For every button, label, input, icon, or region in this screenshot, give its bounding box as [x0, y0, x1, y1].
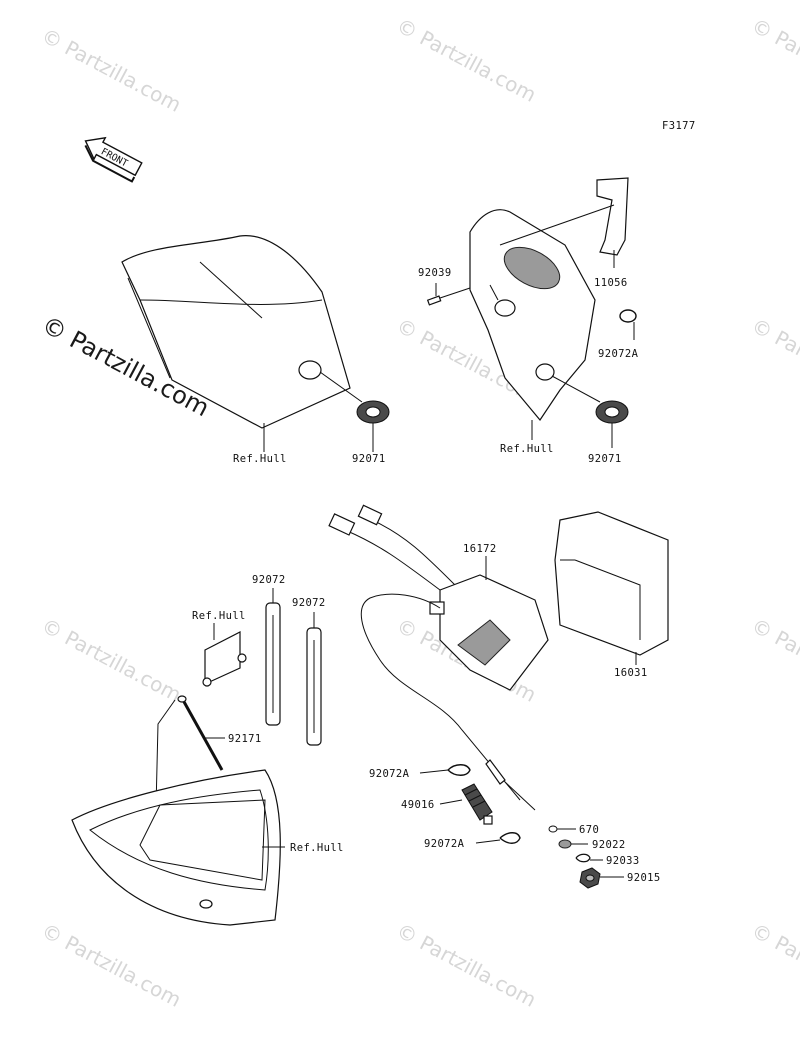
label-16172: 16172	[463, 543, 497, 555]
hull-deck	[71, 769, 281, 926]
boot-49016	[461, 783, 493, 825]
label-92072A: 92072A	[369, 768, 410, 780]
watermark: © Partzilla.com	[748, 613, 800, 707]
label-92022: 92022	[592, 839, 626, 851]
clip-92072A-mid	[447, 764, 471, 776]
cover-right	[469, 209, 596, 422]
label-92071: 92071	[588, 453, 622, 465]
strap-92072-b	[306, 627, 322, 746]
label-92171: 92171	[228, 733, 262, 745]
hull-bracket-plate	[202, 631, 247, 687]
nut-92015	[579, 867, 601, 889]
label-92039: 92039	[418, 267, 452, 279]
watermark: © Partzilla.com	[38, 23, 186, 117]
watermark: © Partzilla.com	[38, 613, 186, 707]
label-ref-hull: Ref.Hull	[192, 610, 246, 622]
label-16031: 16031	[614, 667, 648, 679]
clip-92072A-low	[499, 832, 521, 844]
throttle-cable	[360, 593, 536, 811]
label-ref-hull: Ref.Hull	[500, 443, 554, 455]
washer-92022	[558, 839, 572, 849]
label-92072: 92072	[252, 574, 286, 586]
control-box-16172	[429, 574, 549, 691]
label-92015: 92015	[627, 872, 661, 884]
watermark: © Partzilla.com	[38, 918, 186, 1012]
grommet-92071-b	[595, 400, 629, 424]
pin-92039	[426, 295, 442, 306]
hull-cover-left	[121, 235, 351, 429]
clip-92033	[575, 853, 591, 863]
watermark: © Partzilla.com	[393, 918, 541, 1012]
label-ref-hull: Ref.Hull	[233, 453, 287, 465]
label-92071: 92071	[352, 453, 386, 465]
rod-92171	[177, 695, 224, 771]
watermark: © Partzilla.com	[393, 13, 541, 107]
bracket-11056	[596, 177, 629, 256]
grommet-92071-a	[356, 400, 390, 424]
pin-670	[548, 825, 558, 833]
watermark: © Partzilla.com	[748, 13, 800, 107]
watermark: © Partzilla.com	[748, 918, 800, 1012]
label-92033: 92033	[606, 855, 640, 867]
connector-cables	[328, 504, 456, 591]
label-670: 670	[579, 824, 599, 836]
label-92072: 92072	[292, 597, 326, 609]
label-49016: 49016	[401, 799, 435, 811]
label-92072A: 92072A	[424, 838, 465, 850]
label-11056: 11056	[594, 277, 628, 289]
figure-code: F3177	[662, 120, 696, 132]
label-92072A: 92072A	[598, 348, 639, 360]
watermark: © Partzilla.com	[748, 313, 800, 407]
front-arrow-icon: FRONT	[84, 136, 143, 183]
cover-16031	[554, 511, 669, 656]
clip-92072A-top	[619, 309, 637, 323]
label-ref-hull: Ref.Hull	[290, 842, 344, 854]
strap-92072-a	[265, 602, 281, 726]
